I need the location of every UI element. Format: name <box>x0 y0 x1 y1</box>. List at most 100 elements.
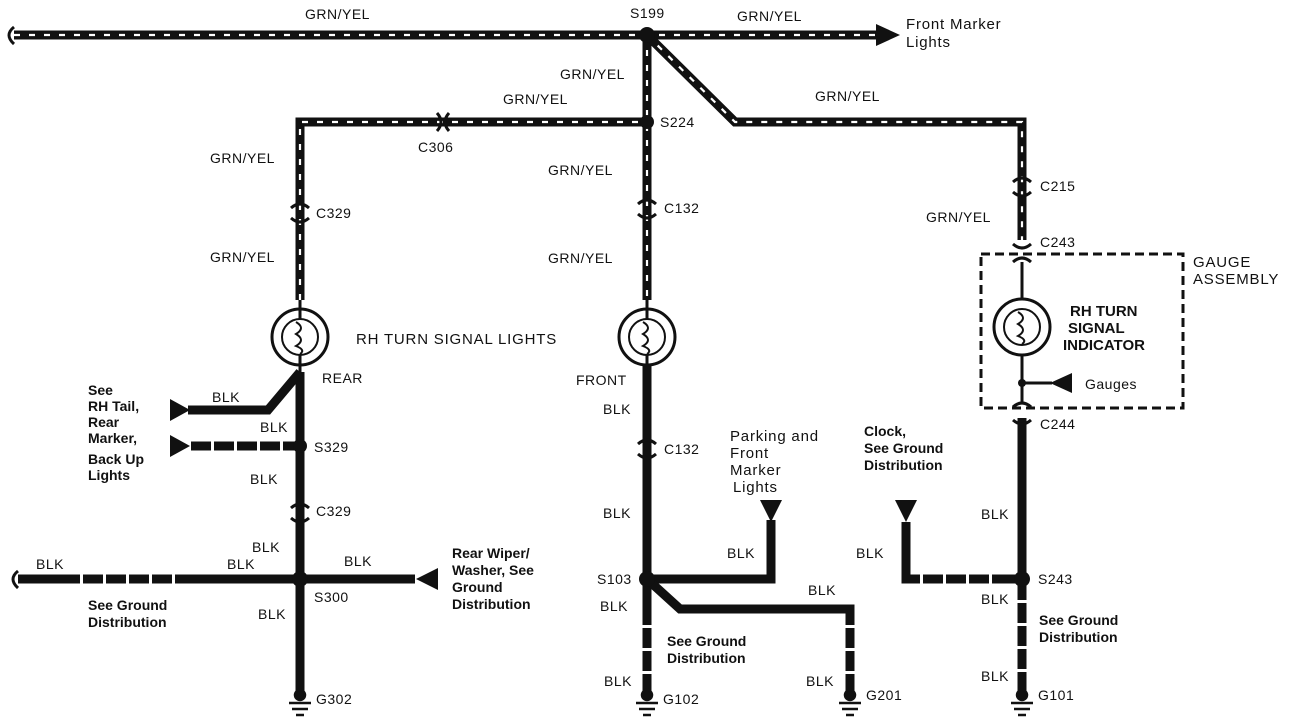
see-rh-tail-note: Rear <box>88 414 120 430</box>
ground-g101-icon <box>1011 688 1033 717</box>
wire-label: BLK <box>252 539 280 555</box>
wire-label: BLK <box>808 582 836 598</box>
ground-label: G201 <box>866 687 902 703</box>
indicator-label: RH TURN <box>1070 303 1138 320</box>
wire-label: BLK <box>856 545 884 561</box>
front-label: FRONT <box>576 372 627 388</box>
see-ground-note-right: Distribution <box>1039 629 1118 645</box>
connector-c329-upper-icon <box>290 202 310 224</box>
ground-label: G302 <box>316 691 352 707</box>
splice-s329-icon <box>293 439 307 453</box>
connector-label: C243 <box>1040 234 1075 250</box>
wire-label: GRN/YEL <box>548 250 613 266</box>
splice-s199-icon <box>639 27 655 43</box>
wire-label: GRN/YEL <box>926 209 991 225</box>
splice-label: S199 <box>630 5 665 21</box>
connector-label: C329 <box>316 205 351 221</box>
connector-label: C132 <box>664 441 699 457</box>
wire-label: BLK <box>250 471 278 487</box>
clock-ground-note: See Ground <box>864 440 943 456</box>
wire-label: BLK <box>727 545 755 561</box>
connector-c306-icon <box>435 112 451 132</box>
connector-label: C215 <box>1040 178 1075 194</box>
rear-wiper-arrow-icon <box>416 568 438 590</box>
clock-ground-note: Distribution <box>864 457 943 473</box>
connector-label: C329 <box>316 503 351 519</box>
gauge-assembly-box <box>979 252 1185 410</box>
gauge-assembly-label: GAUGE <box>1193 254 1251 271</box>
clock-ground-note: Clock, <box>864 423 906 439</box>
wire-label: BLK <box>806 673 834 689</box>
splice-label: S329 <box>314 439 349 455</box>
rear-label: REAR <box>322 370 363 386</box>
wire-label: BLK <box>603 401 631 417</box>
splice-label: S300 <box>314 589 349 605</box>
wire-label: BLK <box>258 606 286 622</box>
splice-s103-icon <box>639 571 655 587</box>
connector-c132-lower-icon <box>637 438 657 460</box>
see-rh-tail-note: Marker, <box>88 430 137 446</box>
see-ground-note-right: See Ground <box>1039 612 1118 628</box>
wire-label: BLK <box>260 419 288 435</box>
see-rh-tail-note: RH Tail, <box>88 398 139 414</box>
wire-label: BLK <box>344 553 372 569</box>
front-bulb-icon <box>617 300 677 370</box>
ground-g302-icon <box>289 688 311 717</box>
wire-label: BLK <box>981 506 1009 522</box>
connector-label: C132 <box>664 200 699 216</box>
ground-label: G102 <box>663 691 699 707</box>
connector-label: C244 <box>1040 416 1075 432</box>
wire-label: BLK <box>981 591 1009 607</box>
wire-label: BLK <box>600 598 628 614</box>
see-ground-note-left: See Ground <box>88 597 167 613</box>
parking-front-marker-note: Marker <box>730 462 781 479</box>
rear-wiper-note: Ground <box>452 579 503 595</box>
wire-label: GRN/YEL <box>210 150 275 166</box>
connector-c243-icon <box>1012 242 1032 264</box>
parking-front-marker-note: Front <box>730 445 769 462</box>
splice-s224-icon <box>640 115 654 129</box>
splice-s300-icon <box>292 571 308 587</box>
blk-dash-segments <box>80 440 1028 680</box>
parking-marker-arrow-icon <box>760 500 782 522</box>
wire-label: GRN/YEL <box>560 66 625 82</box>
ground-label: G101 <box>1038 687 1074 703</box>
connector-c329-lower-icon <box>290 502 310 524</box>
splice-label: S243 <box>1038 571 1073 587</box>
see-ground-note-mid: See Ground <box>667 633 746 649</box>
front-marker-lights-note: Front Marker <box>906 16 1001 33</box>
rh-tail-arrow-icon <box>170 399 190 421</box>
see-rh-tail-note: Lights <box>88 467 130 483</box>
ground-g201-icon <box>839 688 861 717</box>
wire-label: BLK <box>603 505 631 521</box>
wire-label: BLK <box>227 556 255 572</box>
connector-label: C306 <box>418 139 453 155</box>
parking-front-marker-note: Parking and <box>730 428 819 445</box>
wire-label: GRN/YEL <box>210 249 275 265</box>
indicator-label: INDICATOR <box>1063 337 1145 354</box>
see-rh-tail-note: See <box>88 382 113 398</box>
wire-label: BLK <box>36 556 64 572</box>
see-rh-tail-note: Back Up <box>88 451 144 467</box>
wire-label: BLK <box>604 673 632 689</box>
rear-marker-arrow-icon <box>170 435 190 457</box>
indicator-bulb-icon <box>992 297 1052 357</box>
wire-break-icon <box>7 25 16 46</box>
wire-break-icon <box>11 569 20 590</box>
wire-label: BLK <box>981 668 1009 684</box>
rear-wiper-note: Rear Wiper/ <box>452 545 530 561</box>
rear-wiper-note: Distribution <box>452 596 531 612</box>
see-ground-note-mid: Distribution <box>667 650 746 666</box>
connector-c132-upper-icon <box>637 198 657 220</box>
ground-g102-icon <box>636 688 658 717</box>
splice-label: S103 <box>597 571 632 587</box>
front-marker-lights-note: Lights <box>906 34 951 51</box>
rear-bulb-icon <box>270 300 330 374</box>
wire-label: BLK <box>212 389 240 405</box>
wire-label: GRN/YEL <box>305 6 370 22</box>
rear-wiper-note: Washer, See <box>452 562 534 578</box>
indicator-label: SIGNAL <box>1068 320 1125 337</box>
wire-label: GRN/YEL <box>503 91 568 107</box>
connector-c215-icon <box>1012 176 1032 198</box>
